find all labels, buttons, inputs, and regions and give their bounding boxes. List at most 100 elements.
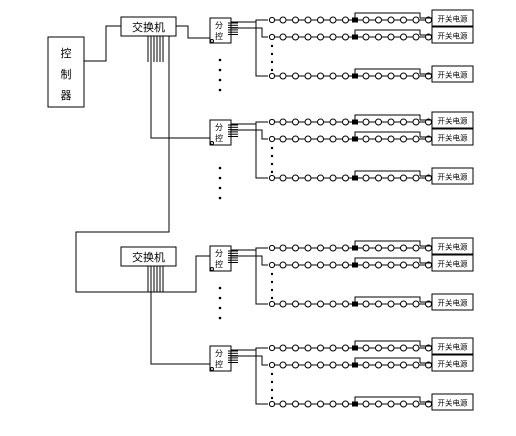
led-node xyxy=(362,361,370,369)
led-node xyxy=(304,135,312,143)
led-node xyxy=(342,16,349,24)
led-node xyxy=(412,361,420,369)
led-string: 开关电源 xyxy=(268,354,474,372)
led-node xyxy=(279,174,287,182)
sub-controller-label: 控 xyxy=(215,133,223,143)
led-node xyxy=(292,174,299,182)
led-node xyxy=(375,118,382,126)
string-start-terminal xyxy=(268,400,276,408)
led-string: 开关电源 xyxy=(268,26,474,44)
coupler-block xyxy=(352,301,358,307)
ellipsis-dot xyxy=(270,288,274,292)
led-node xyxy=(400,300,407,308)
led-node xyxy=(362,174,370,182)
led-node xyxy=(400,174,407,182)
led-node xyxy=(412,244,420,252)
string-start-terminal xyxy=(268,344,276,352)
ellipsis-dot xyxy=(270,388,274,392)
power-supply-label: 开关电源 xyxy=(438,133,468,143)
led-node xyxy=(400,361,407,369)
switch-2-ports xyxy=(147,266,164,292)
led-node xyxy=(362,72,370,80)
string-start-terminal xyxy=(268,261,276,269)
led-node xyxy=(329,361,337,369)
sub-controller-3: 分控 xyxy=(209,245,238,272)
sub-controller-2: 分控 xyxy=(209,119,238,146)
led-node xyxy=(342,261,349,269)
ellipsis-dot xyxy=(270,396,274,400)
power-supply-box: 开关电源 xyxy=(431,167,474,185)
switch-1-to-sub-controller-2 xyxy=(150,62,210,139)
led-node xyxy=(387,16,395,24)
led-string: 开关电源 xyxy=(268,237,474,255)
power-supply-box: 开关电源 xyxy=(431,393,474,411)
led-node xyxy=(329,261,337,269)
led-node xyxy=(342,400,349,408)
led-node xyxy=(292,118,299,126)
led-node xyxy=(375,244,382,252)
led-node xyxy=(329,33,337,41)
ellipsis-dot xyxy=(270,280,274,284)
ellipsis-dot xyxy=(270,380,274,384)
led-node xyxy=(362,244,370,252)
led-node xyxy=(342,33,349,41)
string-start-terminal xyxy=(268,135,276,143)
ellipsis-dot xyxy=(270,146,274,150)
led-node xyxy=(375,261,382,269)
led-node xyxy=(279,72,287,80)
led-node xyxy=(342,300,349,308)
power-supply-label: 开关电源 xyxy=(438,342,468,352)
led-string: 开关电源 xyxy=(268,167,474,185)
string-start-terminal xyxy=(268,174,276,182)
led-node xyxy=(329,300,337,308)
led-node xyxy=(304,174,312,182)
ellipsis-sub-controllers-top xyxy=(218,58,222,92)
led-node xyxy=(304,33,312,41)
switch-box-2: 交换机 xyxy=(120,246,177,267)
coupler-block xyxy=(352,175,358,181)
power-supply-label: 开关电源 xyxy=(438,14,468,24)
ellipsis-dot xyxy=(270,170,274,174)
led-node xyxy=(387,361,395,369)
led-node xyxy=(400,244,407,252)
led-node xyxy=(317,174,324,182)
ellipsis-dot xyxy=(270,68,274,72)
led-node xyxy=(317,361,324,369)
led-node xyxy=(387,174,395,182)
switch-label-2: 交换机 xyxy=(132,250,165,264)
led-node xyxy=(329,244,337,252)
led-node xyxy=(279,33,287,41)
sub-controller-label: 分 xyxy=(215,21,223,30)
power-supply-label: 开关电源 xyxy=(438,398,468,408)
sub-controller-label: 控 xyxy=(215,31,223,41)
led-node xyxy=(387,261,395,269)
led-node xyxy=(362,33,370,41)
led-node xyxy=(279,244,287,252)
led-node xyxy=(387,300,395,308)
led-node xyxy=(279,400,287,408)
power-supply-box: 开关电源 xyxy=(431,26,474,44)
led-node xyxy=(329,174,337,182)
led-node xyxy=(375,16,382,24)
led-node xyxy=(317,244,324,252)
coupler-block xyxy=(352,362,358,368)
led-node xyxy=(400,135,407,143)
led-node xyxy=(329,135,337,143)
ellipsis-dot xyxy=(270,296,274,300)
power-supply-label: 开关电源 xyxy=(438,298,468,308)
led-string: 开关电源 xyxy=(268,337,474,355)
ellipsis-dot xyxy=(270,52,274,56)
led-node xyxy=(387,244,395,252)
led-node xyxy=(387,344,395,352)
led-node xyxy=(387,135,395,143)
coupler-block xyxy=(352,401,358,407)
led-node xyxy=(292,261,299,269)
led-node xyxy=(375,174,382,182)
led-node xyxy=(304,400,312,408)
led-node xyxy=(292,361,299,369)
led-node xyxy=(304,244,312,252)
coupler-block xyxy=(352,136,358,142)
led-node xyxy=(317,118,324,126)
led-node xyxy=(342,244,349,252)
led-node xyxy=(412,400,420,408)
